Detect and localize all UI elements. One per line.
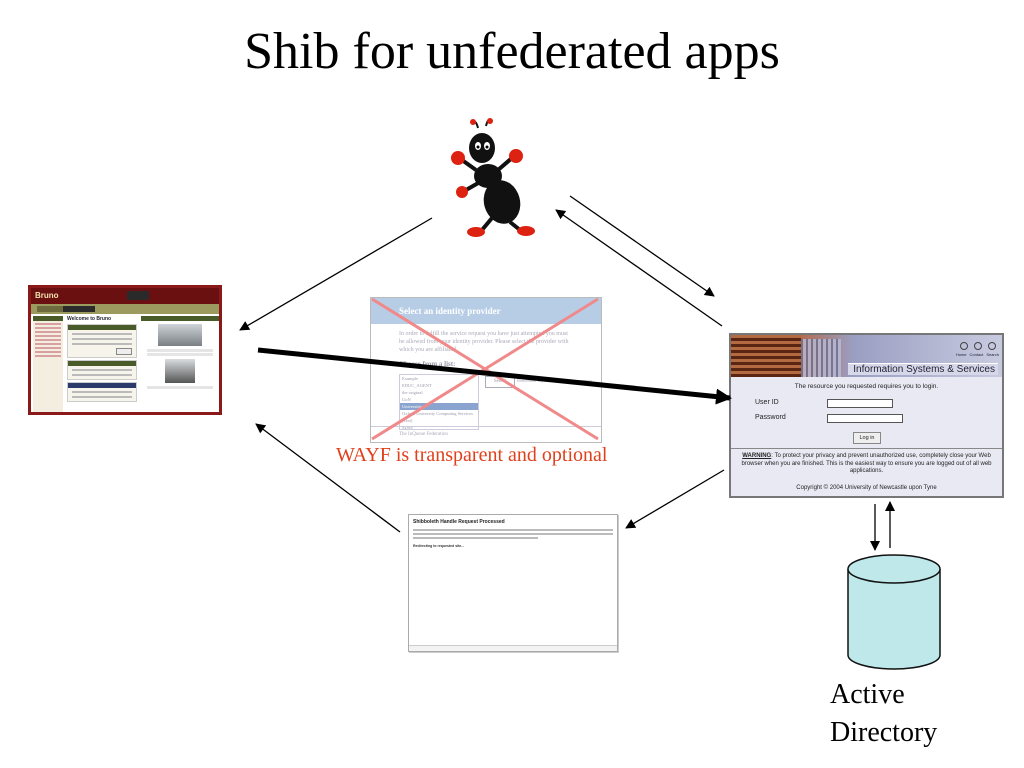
login-message: The resource you requested requires you …: [794, 383, 939, 390]
active-directory-line2: Directory: [830, 717, 938, 748]
wayf-choose-label: Choose from a list:: [399, 360, 456, 368]
bruno-welcome: Welcome to Bruno: [67, 316, 112, 322]
login-copyright: Copyright © 2004 University of Newcastle…: [796, 485, 937, 491]
slide-title: Shib for unfederated apps: [244, 23, 780, 80]
bruno-tab-band: [31, 304, 219, 314]
password-label: Password: [755, 414, 786, 421]
list-item-selected: Universities: [400, 403, 478, 410]
login-page-screenshot: Home Contact Search Information Systems …: [729, 333, 1004, 498]
bruno-main-column: Welcome to Bruno: [67, 316, 137, 412]
bruno-news-box: [67, 382, 137, 402]
bruno-header: Bruno: [31, 288, 219, 304]
shibboleth-handle-screenshot: Shibboleth Handle Request Processed Redi…: [408, 514, 618, 652]
wayf-provider-list: Example EDUC_AGENT the original UoN Univ…: [399, 374, 479, 430]
active-directory-label: Active Directory: [830, 676, 937, 752]
bruno-left-column: [33, 316, 63, 412]
contact-icon: [974, 342, 982, 350]
login-button: Log in: [853, 432, 881, 444]
warning-label: WARNING: [742, 453, 772, 459]
arrow-login-to-shib: [625, 469, 725, 529]
arrow-login-to-ant: [555, 209, 723, 327]
active-directory-line1: Active: [830, 679, 905, 710]
header-icons: [960, 342, 996, 350]
bruno-logo: Bruno: [35, 291, 59, 300]
shib-footer: [409, 645, 617, 651]
warning-text: : To protect your privacy and prevent un…: [741, 453, 992, 474]
arrow-ant-to-login: [569, 195, 715, 297]
brand-title: Information Systems & Services: [848, 363, 998, 375]
user-id-input: [827, 399, 893, 408]
arrow-bruno-to-login: [257, 347, 732, 405]
bruno-login-box: [67, 324, 137, 358]
home-icon: [960, 342, 968, 350]
ant-mascot-icon: [451, 118, 535, 237]
list-item: Oxford University Computing Services (Te…: [402, 411, 473, 423]
bruno-info-box: [67, 360, 137, 380]
password-input: [827, 414, 903, 423]
wayf-cross-out-icon: [371, 297, 599, 441]
wayf-footer: The InQueue Federation: [371, 426, 601, 442]
list-item: SDSS: [402, 425, 413, 430]
list-item: Example: [402, 376, 418, 381]
bruno-tab: [37, 306, 65, 312]
home-link: Home: [955, 352, 967, 357]
bruno-header-button: [127, 291, 149, 300]
login-warning: WARNING: To protect your privacy and pre…: [731, 448, 1002, 476]
search-link: Search: [986, 352, 999, 357]
bruno-tab: [63, 306, 95, 312]
login-banner: Home Contact Search Information Systems …: [731, 335, 1002, 377]
list-item: EDUC_AGENT: [402, 383, 432, 388]
search-icon: [988, 342, 996, 350]
wayf-caption: WAYF is transparent and optional: [336, 444, 608, 466]
database-cylinder-icon: [847, 554, 941, 670]
bruno-photo: [165, 359, 195, 383]
user-id-label: User ID: [755, 399, 779, 406]
shib-title: Shibboleth Handle Request Processed: [413, 519, 505, 525]
list-item: UoN: [402, 397, 411, 402]
arrow-ant-to-bruno: [239, 217, 433, 331]
wayf-intro: In order to fulfill the service request …: [399, 331, 569, 353]
bruno-right-column: [141, 316, 219, 412]
arrow-shib-to-bruno: [255, 423, 401, 533]
contact-link: Contact: [969, 352, 984, 357]
bruno-app-screenshot: Bruno Welcome to Bruno: [28, 285, 222, 415]
list-item: the original: [402, 390, 423, 395]
shib-redirect-text: Redirecting to requested site...: [413, 544, 465, 548]
header-links: Home Contact Search: [956, 352, 999, 357]
bruno-photo: [158, 324, 202, 346]
